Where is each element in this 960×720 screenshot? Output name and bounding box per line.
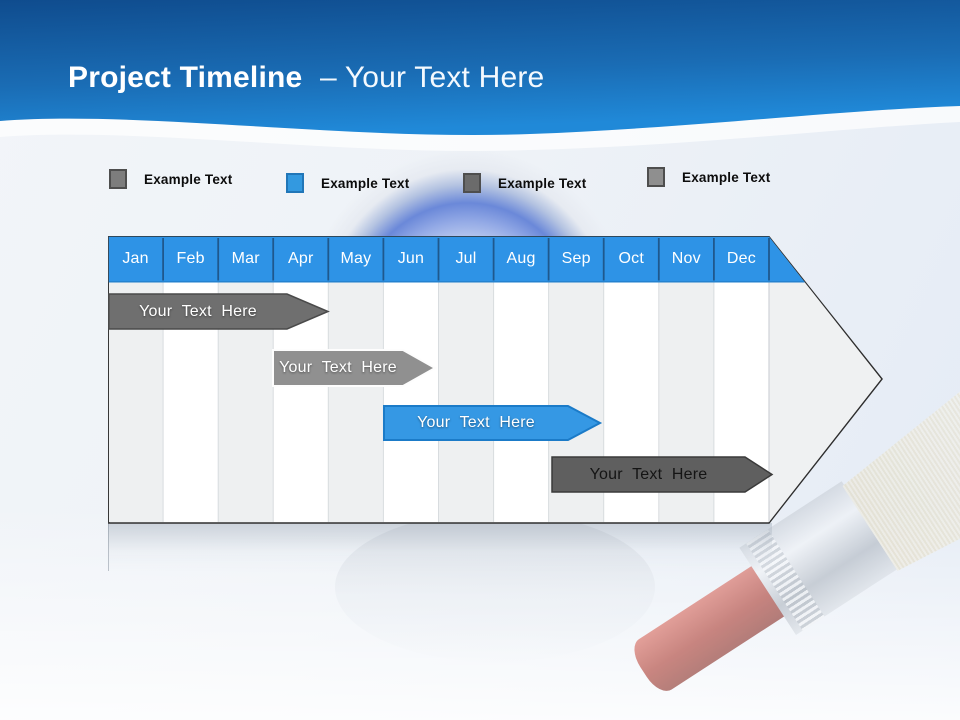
column-mar bbox=[218, 237, 274, 522]
legend-swatch-gray bbox=[109, 169, 127, 189]
month-cell-nov[interactable]: Nov bbox=[671, 250, 701, 267]
legend-swatch-lightgray bbox=[647, 167, 665, 187]
timeline-bar-1-label[interactable]: Your Text Here bbox=[139, 302, 257, 320]
timeline-bar-3-label[interactable]: Your Text Here bbox=[417, 414, 535, 431]
legend-label: Example Text bbox=[144, 171, 233, 187]
month-cell-jun[interactable]: Jun bbox=[397, 250, 425, 267]
month-cell-feb[interactable]: Feb bbox=[176, 250, 205, 267]
timeline-bar-2-label[interactable]: Your Text Here bbox=[279, 359, 397, 376]
month-cell-sep[interactable]: Sep bbox=[561, 250, 591, 267]
legend-label: Example Text bbox=[321, 175, 410, 191]
page-title[interactable]: Project Timeline – Your Text Here bbox=[68, 61, 544, 95]
legend-label: Example Text bbox=[498, 175, 587, 191]
month-cell-jan[interactable]: Jan bbox=[122, 250, 149, 267]
arrowhead-interior bbox=[769, 237, 881, 522]
month-cell-aug[interactable]: Aug bbox=[506, 250, 536, 267]
timeline-bar-4-label[interactable]: Your Text Here bbox=[589, 465, 708, 483]
column-aug bbox=[493, 237, 549, 522]
title-subtitle-text: – Your Text Here bbox=[319, 61, 545, 94]
column-jul bbox=[438, 237, 494, 522]
timeline-chart: Jan Feb Mar Apr May Jun Jul Aug Sep Oct … bbox=[108, 236, 888, 524]
timeline-bar-2[interactable] bbox=[272, 349, 438, 387]
legend-item-1[interactable]: Example Text bbox=[109, 168, 232, 190]
timeline-reflection bbox=[108, 523, 772, 571]
month-header-row: Jan Feb Mar Apr May Jun Jul Aug Sep Oct … bbox=[108, 236, 769, 281]
month-cell-dec[interactable]: Dec bbox=[726, 250, 756, 267]
month-cell-jul[interactable]: Jul bbox=[455, 250, 477, 267]
month-cell-oct[interactable]: Oct bbox=[618, 250, 644, 267]
title-bold-text: Project Timeline bbox=[68, 61, 303, 94]
legend-item-2[interactable]: Example Text bbox=[286, 172, 409, 194]
timeline-bar-3[interactable] bbox=[383, 405, 603, 441]
legend-item-4[interactable]: Example Text bbox=[647, 166, 770, 188]
month-cell-apr[interactable]: Apr bbox=[288, 250, 314, 267]
column-jan bbox=[109, 237, 163, 522]
legend-swatch-darkgray bbox=[463, 173, 481, 193]
column-feb bbox=[163, 237, 219, 522]
legend-item-3[interactable]: Example Text bbox=[463, 172, 586, 194]
legend-label: Example Text bbox=[682, 169, 771, 185]
legend-swatch-blue bbox=[286, 173, 304, 193]
month-header-band bbox=[108, 236, 805, 282]
timeline-bar-4[interactable] bbox=[551, 456, 774, 493]
month-cell-mar[interactable]: Mar bbox=[231, 250, 260, 267]
timeline-bar-1[interactable] bbox=[108, 293, 330, 330]
month-cell-may[interactable]: May bbox=[340, 250, 372, 267]
